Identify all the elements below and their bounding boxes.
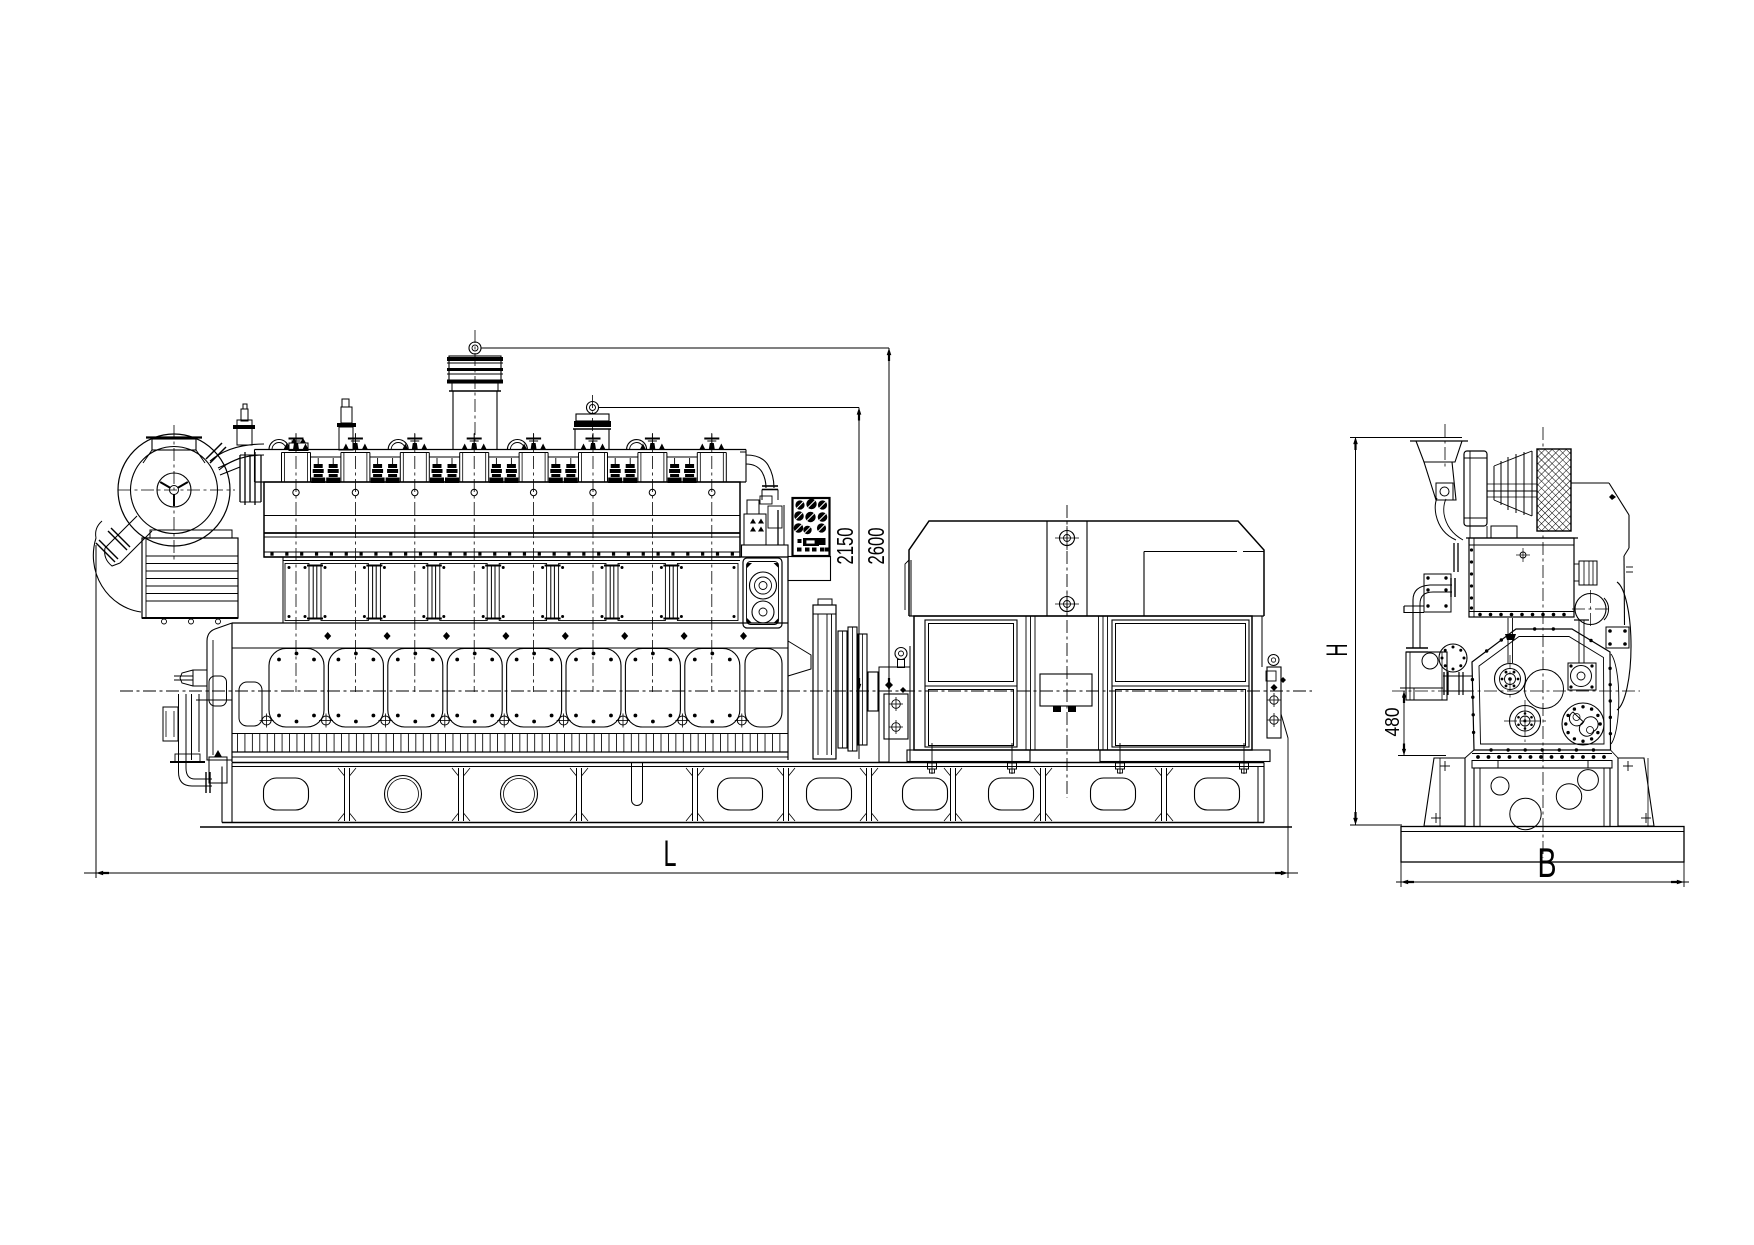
svg-text:H: H — [1321, 644, 1354, 657]
svg-text:L: L — [664, 833, 677, 874]
svg-text:2150: 2150 — [832, 528, 858, 565]
svg-text:2600: 2600 — [863, 528, 889, 565]
svg-text:B: B — [1538, 839, 1557, 886]
svg-text:480: 480 — [1382, 708, 1404, 737]
